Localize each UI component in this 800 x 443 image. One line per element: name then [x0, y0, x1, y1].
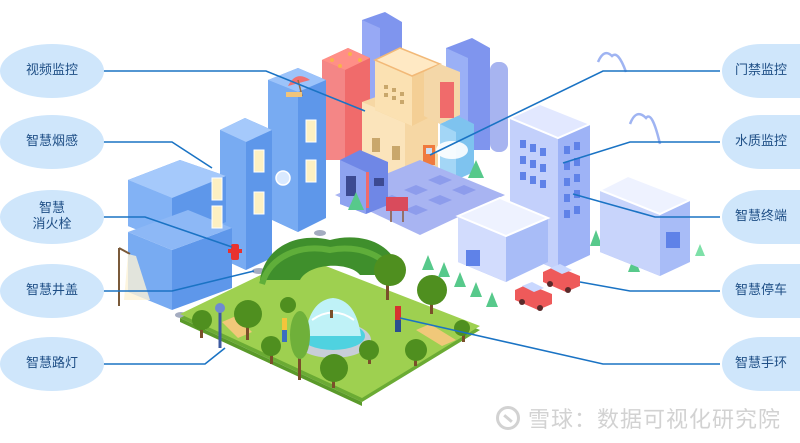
label-access-control: 门禁监控 [722, 44, 800, 98]
office-annex [455, 196, 551, 282]
parked-cars [515, 264, 580, 311]
guard-kiosk [340, 150, 388, 214]
line-video [76, 70, 366, 112]
snowball-logo-icon [496, 406, 520, 430]
left-blue-buildings [128, 68, 326, 310]
label-smart-fire-hydrant: 智慧 消火栓 [0, 190, 104, 244]
garage-building [597, 174, 693, 276]
manhole-3 [314, 230, 326, 236]
watermark-separator: ： [574, 408, 598, 433]
line-streetlight [76, 347, 226, 365]
plaza-tiles [380, 175, 476, 215]
label-water-quality: 水质监控 [722, 115, 800, 169]
label-smart-parking: 智慧停车 [722, 264, 800, 318]
wall-lamp [118, 247, 150, 306]
park-trees [192, 254, 470, 388]
teal-building [436, 116, 474, 180]
watermark-brand: 雪球 [528, 408, 575, 433]
label-smart-smoke-detector: 智慧烟感 [0, 115, 104, 169]
rooftop-umbrella [286, 76, 310, 97]
label-smart-streetlight: 智慧路灯 [0, 337, 104, 391]
beige-building [362, 47, 460, 200]
line-access [429, 70, 720, 156]
label-video-surveillance: 视频监控 [0, 44, 104, 98]
line-parking [579, 281, 720, 292]
line-manhole [76, 270, 255, 292]
line-wristband [399, 317, 720, 365]
community-sign [386, 197, 408, 222]
watermark: 雪球 ： 数据可视化研究院 [496, 402, 781, 434]
line-smoke [76, 141, 213, 169]
label-smart-manhole-cover: 智慧井盖 [0, 264, 104, 318]
watermark-text: 数据可视化研究院 [597, 408, 782, 433]
conifer-trees [348, 160, 705, 307]
clouds [596, 51, 662, 145]
connector-lines [76, 70, 720, 365]
line-water [562, 141, 720, 164]
label-smart-terminal: 智慧终端 [722, 190, 800, 244]
fire-hydrant [228, 244, 242, 260]
line-terminal [572, 193, 720, 218]
label-smart-wristband: 智慧手环 [722, 337, 800, 391]
